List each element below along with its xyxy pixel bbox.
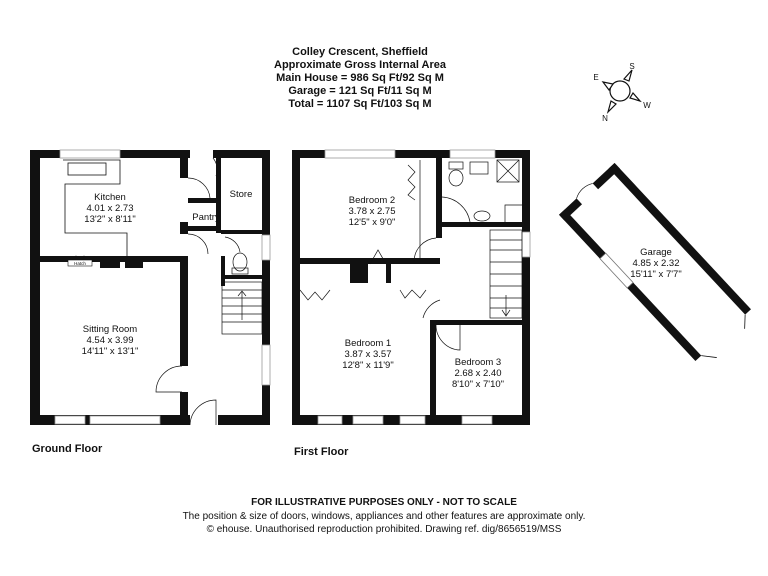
bedroom-1-metric: 3.87 x 3.57: [344, 349, 391, 360]
compass-icon: E S W N: [593, 62, 651, 123]
ground-floor-plan: Hatch Kitchen 4.01 x 2.73 13'2" x 8'11" …: [30, 149, 271, 426]
sitting-room-imperial: 14'11" x 13'1": [82, 346, 139, 357]
first-floor-plan: Bedroom 2 3.78 x 2.75 12'5" x 9'0" Bedro…: [292, 149, 531, 425]
garage-metric: 4.85 x 2.32: [632, 258, 679, 269]
approximation-note: The position & size of doors, windows, a…: [182, 510, 586, 522]
bedroom-2-metric: 3.78 x 2.75: [348, 206, 395, 217]
garage-name: Garage: [640, 247, 672, 258]
pantry-label: Pantry: [192, 212, 220, 223]
sitting-room-metric: 4.54 x 3.99: [86, 335, 133, 346]
disclaimer: FOR ILLUSTRATIVE PURPOSES ONLY - NOT TO …: [251, 497, 517, 508]
total-area: Total = 1107 Sq Ft/103 Sq M: [288, 98, 432, 110]
compass-w: W: [643, 101, 651, 110]
kitchen-imperial: 13'2" x 8'11": [84, 214, 135, 225]
first-floor-label: First Floor: [294, 446, 349, 458]
copyright: © ehouse. Unauthorised reproduction proh…: [206, 524, 562, 535]
garage-plan: Garage 4.85 x 2.32 15'11" x 7'7": [559, 162, 751, 362]
sitting-room-name: Sitting Room: [83, 324, 137, 335]
main-house-area: Main House = 986 Sq Ft/92 Sq M: [276, 72, 444, 84]
bedroom-2-imperial: 12'5" x 9'0": [349, 217, 396, 228]
compass-n: N: [602, 114, 608, 123]
compass-s: S: [629, 62, 634, 71]
store-label: Store: [230, 189, 253, 200]
garage-area: Garage = 121 Sq Ft/11 Sq M: [288, 85, 432, 97]
kitchen-name: Kitchen: [94, 192, 126, 203]
hatch-label: Hatch: [74, 261, 86, 266]
bedroom-2-name: Bedroom 2: [349, 195, 395, 206]
area-subtitle: Approximate Gross Internal Area: [274, 59, 446, 71]
footer: FOR ILLUSTRATIVE PURPOSES ONLY - NOT TO …: [100, 496, 668, 537]
compass-e: E: [593, 73, 598, 82]
bedroom-1-name: Bedroom 1: [345, 338, 391, 349]
address-title: Colley Crescent, Sheffield: [292, 46, 428, 58]
garage-imperial: 15'11" x 7'7": [630, 269, 681, 280]
bedroom-3-metric: 2.68 x 2.40: [454, 368, 501, 379]
bedroom-3-imperial: 8'10" x 7'10": [452, 379, 504, 390]
bedroom-1-imperial: 12'8" x 11'9": [342, 360, 393, 371]
kitchen-metric: 4.01 x 2.73: [86, 203, 133, 214]
ground-floor-label: Ground Floor: [32, 443, 103, 455]
bedroom-3-name: Bedroom 3: [455, 357, 501, 368]
area-summary: Colley Crescent, Sheffield Approximate G…: [230, 46, 490, 111]
